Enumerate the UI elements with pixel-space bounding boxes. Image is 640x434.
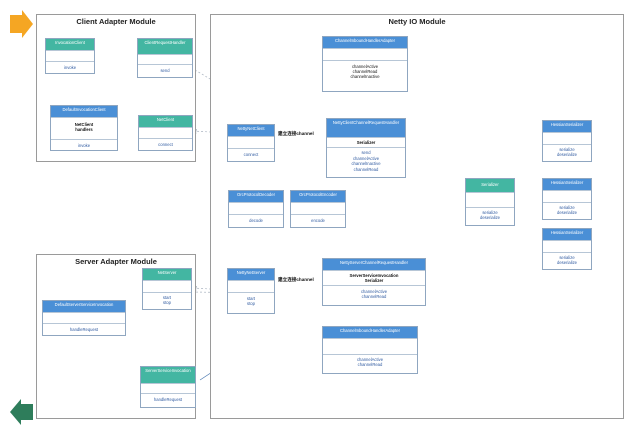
class-fields [143,280,191,292]
class-fields [138,54,192,64]
class-methods: start stop [143,292,191,309]
class-default-server-invocation[interactable]: DefaultServerServiceInvocation handleReq… [42,300,126,336]
class-title: Serializer [466,179,514,192]
class-title: OrcProtocolEncoder [291,191,345,202]
class-methods: serialize deserialize [466,207,514,225]
class-fields [228,136,274,148]
orange-arrow-icon [10,10,33,38]
class-methods: decode [229,214,283,227]
green-arrow-icon [10,399,33,425]
class-fields [543,132,591,144]
class-orc-decoder[interactable]: OrcProtocolDecoder decode [228,190,284,228]
netty-io-module-title: Netty IO Module [388,17,446,26]
class-fields [543,190,591,202]
class-title: HessianSerializer [543,229,591,240]
class-server-service-invocation[interactable]: ServerServiceInvocation handleRequest [140,366,196,408]
class-serializer[interactable]: Serializer serialize deserialize [465,178,515,226]
class-methods: serialize deserialize [543,144,591,161]
class-title: HessianSerializer [543,121,591,132]
class-fields [291,202,345,214]
class-title: NetClient [139,116,192,127]
class-fields [43,312,125,323]
class-netty-client-channel-handler[interactable]: NettyClientChannelRequestHandler Seriali… [326,118,406,178]
class-methods: channelActive channelRead [323,285,425,303]
class-fields: ServerServiceInvocation Serializer [323,270,425,285]
class-fields [466,192,514,207]
class-orc-encoder[interactable]: OrcProtocolEncoder encode [290,190,346,228]
class-methods: channelActive channelRead channelInactiv… [323,60,407,91]
class-netty-net-client[interactable]: NettyNetClient connect [227,124,275,162]
class-title: NettyServerChannelRequestHandler [323,259,425,270]
class-title: NettyNetServer [228,269,274,280]
server-channel-label: 建立连接channel [278,277,314,282]
class-channel-inbound-adapter-bottom[interactable]: ChannelInboundHandlerAdapter channelActi… [322,326,418,374]
class-fields [46,50,94,61]
class-fields [543,240,591,252]
class-methods: invoke [51,139,117,150]
class-methods: handleRequest [43,323,125,335]
class-hessian-serializer-1[interactable]: HessianSerializer serialize deserialize [542,120,592,162]
class-fields [229,202,283,214]
class-title: NettyClientChannelRequestHandler [327,119,405,137]
class-methods: start stop [228,292,274,313]
class-methods: connect [139,138,192,150]
class-fields [141,383,195,393]
class-title: DefaultInvocationClient [51,106,117,117]
class-title: ChannelInboundHandlerAdapter [323,37,407,48]
class-fields [139,127,192,138]
class-hessian-serializer-3[interactable]: HessianSerializer serialize deserialize [542,228,592,270]
class-methods: encode [291,214,345,227]
class-methods: serialize deserialize [543,252,591,269]
class-methods: serialize deserialize [543,202,591,219]
class-title: NetServer [143,269,191,280]
class-title: NettyNetClient [228,125,274,136]
class-methods: invoke [46,61,94,73]
class-methods: send [138,64,192,77]
server-adapter-module-title: Server Adapter Module [75,257,157,266]
class-net-server[interactable]: NetServer start stop [142,268,192,310]
class-title: ChannelInboundHandlerAdapter [323,327,417,338]
class-netty-server-channel-handler[interactable]: NettyServerChannelRequestHandler ServerS… [322,258,426,306]
class-title: OrcProtocolDecoder [229,191,283,202]
class-methods: handleRequest [141,393,195,407]
class-invocation-client[interactable]: InvocationClient invoke [45,38,95,74]
client-channel-label: 建立连接channel [278,131,314,136]
class-methods: send channelActive channelInactive chann… [327,147,405,177]
class-fields: Serializer [327,137,405,147]
class-title: ServerServiceInvocation [141,367,195,383]
class-fields [323,48,407,60]
client-adapter-module-title: Client Adapter Module [76,17,156,26]
class-methods: channelActive channelRead [323,354,417,373]
class-netty-net-server[interactable]: NettyNetServer start stop [227,268,275,314]
class-net-client[interactable]: NetClient connect [138,115,193,151]
class-methods: connect [228,148,274,161]
class-channel-inbound-adapter-top[interactable]: ChannelInboundHandlerAdapter channelActi… [322,36,408,92]
class-title: ClientRequestHandler [138,39,192,54]
class-title: DefaultServerServiceInvocation [43,301,125,312]
class-fields [228,280,274,292]
class-hessian-serializer-2[interactable]: HessianSerializer serialize deserialize [542,178,592,220]
class-default-invocation-client[interactable]: DefaultInvocationClient NetClient handle… [50,105,118,151]
class-title: InvocationClient [46,39,94,50]
class-fields [323,338,417,354]
class-title: HessianSerializer [543,179,591,190]
class-client-request-handler[interactable]: ClientRequestHandler send [137,38,193,78]
class-fields: NetClient handlers [51,117,117,139]
